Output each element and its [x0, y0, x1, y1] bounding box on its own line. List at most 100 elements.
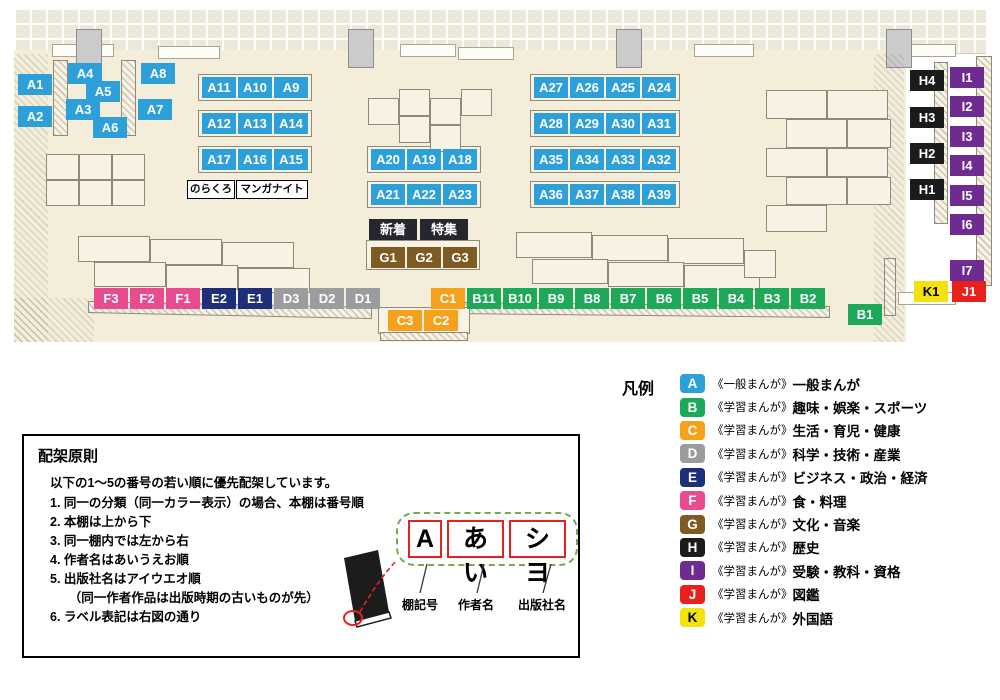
label-pointer-lines [419, 563, 552, 594]
legend-scope: 《学習まんが》 [712, 472, 793, 485]
shelf-block [150, 239, 222, 265]
legend-category: 趣味・娯楽・スポーツ [792, 401, 928, 417]
shelf-label-C3: C3 [388, 310, 422, 331]
legend-swatch-D: D [680, 444, 705, 464]
shelf-block [827, 90, 888, 119]
shelf-label-J1: J1 [952, 281, 986, 302]
shelf-label-A1: A1 [18, 74, 52, 95]
shelf-label-A36: A36 [534, 184, 568, 205]
shelf-block [368, 98, 399, 125]
shelf-label-F3: F3 [94, 288, 128, 309]
legend-scope: 《学習まんが》 [712, 565, 793, 578]
shelf-label-B1: B1 [848, 304, 882, 325]
label-shelf-code: A [408, 520, 443, 558]
legend-scope: 《学習まんが》 [712, 589, 793, 602]
shelf-label-H1: H1 [910, 179, 944, 200]
shelf-block [76, 29, 102, 68]
annotation-author: 作者名 [458, 598, 495, 612]
legend-row-A: A《一般まんが》一般まんが [680, 372, 928, 395]
shelf-block [430, 125, 461, 152]
shelf-block [46, 154, 79, 180]
shelf-block [847, 177, 891, 205]
shelf-label-A23: A23 [443, 184, 477, 205]
shelf-label-A29: A29 [570, 113, 604, 134]
legend-swatch-C: C [680, 420, 705, 440]
shelf-label-I6: I6 [950, 214, 984, 235]
legend-category: 科学・技術・産業 [792, 447, 901, 463]
shelf-label-B3: B3 [755, 288, 789, 309]
shelf-label-I2: I2 [950, 96, 984, 117]
shelf-block [222, 242, 294, 268]
shelf-block [14, 298, 94, 342]
legend-category: 外国語 [792, 611, 834, 627]
rule-line-6: （同一作者作品は出版時期の古いものが先） [50, 591, 319, 605]
shelf-label-A30: A30 [606, 113, 640, 134]
label-publisher-name: シヨ [509, 520, 566, 587]
shelf-label-A5: A5 [86, 81, 120, 102]
shelf-label-特集: 特集 [420, 219, 468, 240]
shelf-label-H2: H2 [910, 143, 944, 164]
shelf-label-B7: B7 [611, 288, 645, 309]
shelf-block [158, 46, 220, 59]
shelf-label-C1: C1 [431, 288, 465, 309]
shelf-label-A7: A7 [138, 99, 172, 120]
shelf-label-A8: A8 [141, 63, 175, 84]
shelf-label-G1: G1 [371, 247, 405, 268]
shelf-block [592, 235, 668, 261]
shelf-block [166, 265, 238, 290]
legend-title: 凡例 [622, 381, 655, 398]
legend-category: 食・料理 [792, 494, 847, 510]
rule-line-5: 5. 出版社名はアイウエオ順 [50, 572, 201, 586]
shelf-label-マンガナイト: マンガナイト [236, 180, 308, 199]
shelf-label-A26: A26 [570, 77, 604, 98]
legend-swatch-F: F [680, 491, 705, 511]
legend-category: 図鑑 [792, 588, 820, 604]
shelf-label-C2: C2 [424, 310, 458, 331]
shelf-label-I7: I7 [950, 260, 984, 281]
legend-swatch-A: A [680, 374, 705, 394]
shelf-label-A11: A11 [202, 77, 236, 98]
shelf-block [399, 116, 430, 143]
shelf-label-A25: A25 [606, 77, 640, 98]
shelf-label-A15: A15 [274, 149, 308, 170]
legend-row-J: J《学習まんが》図鑑 [680, 583, 928, 606]
shelf-label-B10: B10 [503, 288, 537, 309]
legend-scope: 《学習まんが》 [712, 495, 793, 508]
legend-category: 文化・音楽 [792, 518, 861, 534]
shelf-block [766, 148, 827, 177]
principles-box: 配架原則 以下の1～5の番号の若い順に優先配架しています。 1. 同一の分類（同… [22, 434, 580, 658]
principles-title: 配架原則 [38, 448, 99, 465]
shelf-label-K1: K1 [914, 281, 948, 302]
legend-category: 歴史 [792, 541, 820, 557]
shelf-label-I4: I4 [950, 155, 984, 176]
shelf-block [46, 180, 79, 206]
legend-row-C: C《学習まんが》生活・育児・健康 [680, 419, 928, 442]
shelf-block [79, 154, 112, 180]
shelf-block [766, 90, 827, 119]
shelf-block [400, 44, 456, 57]
shelf-label-A24: A24 [642, 77, 676, 98]
shelf-block [14, 54, 48, 342]
shelf-label-B6: B6 [647, 288, 681, 309]
legend-scope: 《学習まんが》 [712, 402, 793, 415]
shelf-block [532, 259, 608, 284]
shelf-label-A27: A27 [534, 77, 568, 98]
shelf-block [461, 89, 492, 116]
shelf-label-A18: A18 [443, 149, 477, 170]
legend-swatch-G: G [680, 514, 705, 534]
legend-scope: 《学習まんが》 [712, 542, 793, 555]
shelf-label-新着: 新着 [369, 219, 417, 240]
shelf-block [380, 332, 468, 341]
annotation-shelf-code: 棚記号 [402, 598, 439, 612]
shelf-label-A16: A16 [238, 149, 272, 170]
shelf-block [847, 119, 891, 148]
legend-scope: 《学習まんが》 [712, 425, 793, 438]
legend-scope: 《学習まんが》 [712, 448, 793, 461]
shelf-label-F2: F2 [130, 288, 164, 309]
shelf-label-A38: A38 [606, 184, 640, 205]
